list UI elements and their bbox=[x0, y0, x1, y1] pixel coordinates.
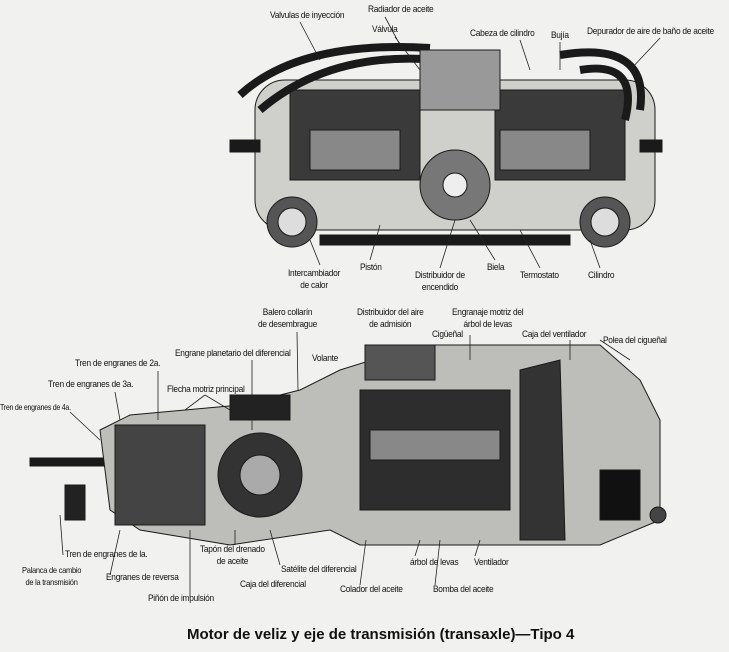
label-valvulas-inyeccion: Valvulas de inyección bbox=[270, 10, 345, 21]
label-flecha-motriz: Flecha motriz principal bbox=[167, 384, 245, 395]
label-depurador-aire: Depurador de aire de baño de aceite bbox=[587, 26, 714, 37]
label-tren-3a: Tren de engranes de 3a. bbox=[48, 379, 134, 390]
label-line-1: Palanca de cambio bbox=[22, 565, 82, 575]
label-biela: Biela bbox=[487, 262, 505, 273]
label-tren-2a: Tren de engranes de 2a. bbox=[75, 358, 161, 369]
label-volante: Volante bbox=[312, 353, 339, 364]
label-pinon-impulsion: Piñón de impulsión bbox=[148, 593, 214, 604]
label-line-1: Intercambiador bbox=[288, 268, 341, 279]
label-line-2: de aceite bbox=[216, 556, 249, 567]
label-cilindro: Cilindro bbox=[588, 270, 615, 281]
label-engrane-planetario: Engrane planetario del diferencial bbox=[175, 348, 291, 359]
label-line-1: Balero collarín bbox=[262, 307, 313, 318]
label-tren-4a: Tren de engranes de 4a. bbox=[0, 403, 71, 412]
label-line-2: encendido bbox=[421, 282, 459, 293]
label-tren-1a: Tren de engranes de la. bbox=[65, 549, 148, 560]
label-line-1: Engranaje motriz del bbox=[452, 307, 524, 318]
label-line-2: de desembrague bbox=[258, 319, 318, 330]
label-radiador-aceite: Radiador de aceite bbox=[368, 4, 434, 15]
label-arbol-levas: árbol de levas bbox=[410, 557, 459, 568]
figure-caption: Motor de veliz y eje de transmisión (tra… bbox=[187, 626, 575, 643]
label-bomba-aceite: Bomba del aceite bbox=[433, 584, 494, 595]
top-engine-drawing bbox=[229, 42, 663, 248]
label-bujia: Bujía bbox=[551, 30, 569, 41]
label-piston: Pistón bbox=[360, 262, 382, 273]
label-caja-diferencial: Caja del diferencial bbox=[240, 579, 306, 590]
label-engranes-reversa: Engranes de reversa bbox=[106, 572, 179, 583]
bottom-engine-drawing bbox=[29, 344, 667, 546]
label-valvula: Válvula bbox=[372, 24, 398, 35]
label-line-2: árbol de levas bbox=[463, 319, 513, 330]
label-cabeza-cilindro: Cabeza de cilindro bbox=[470, 28, 535, 39]
label-termostato: Termostato bbox=[520, 270, 559, 281]
label-ventilador: Ventilador bbox=[474, 557, 509, 568]
label-line-1: Tapón del drenado bbox=[200, 544, 265, 555]
label-line-1: Distribuidor del aire bbox=[357, 307, 424, 318]
label-palanca-cambio: Palanca de cambio de la transmisión bbox=[22, 564, 81, 588]
label-line-1: Distribuidor de bbox=[415, 270, 465, 281]
label-satelite-diferencial: Satélite del diferencial bbox=[281, 564, 357, 575]
label-caja-ventilador: Caja del ventilador bbox=[522, 329, 587, 340]
label-line-2: de la transmisión bbox=[25, 577, 78, 587]
label-polea-ciguenal: Polea del cigueñal bbox=[603, 335, 667, 346]
label-ciguenal: Cigüeñal bbox=[432, 329, 463, 340]
label-line-2: de admisión bbox=[369, 319, 412, 330]
label-line-2: de calor bbox=[300, 280, 328, 291]
leader-lines bbox=[59, 16, 661, 597]
label-colador-aceite: Colador del aceite bbox=[340, 584, 403, 595]
